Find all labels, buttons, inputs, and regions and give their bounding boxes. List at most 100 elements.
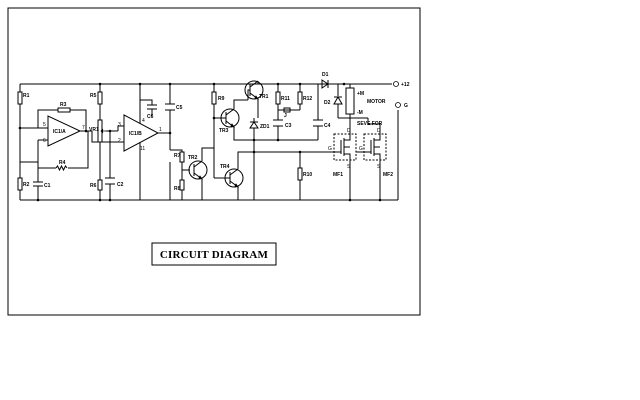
resistor-r10 (297, 167, 303, 181)
label-r10: R10 (303, 172, 312, 178)
label-tr4: TR4 (220, 164, 230, 170)
label-vr1: VR1 (89, 127, 99, 133)
label-c1: C1 (44, 183, 51, 189)
junction-dot (138, 82, 142, 86)
label-r6: R6 (90, 183, 97, 189)
junction-dot (348, 198, 352, 202)
pin-label: 1 (159, 127, 162, 133)
opamp-ic1b (123, 114, 160, 152)
wire (37, 131, 89, 169)
capacitor-c2 (105, 177, 115, 185)
junction-dot (342, 82, 346, 86)
wire (370, 130, 381, 172)
wire (233, 99, 248, 109)
resistor-r7 (179, 151, 185, 163)
junction-dot (108, 129, 112, 133)
label-c3: C3 (285, 123, 292, 129)
label-d1: D1 (322, 72, 329, 78)
wire (349, 172, 381, 200)
wire (140, 99, 153, 116)
caption-box (151, 242, 277, 266)
wire (233, 127, 254, 141)
label-c5: C5 (176, 105, 183, 111)
wire (201, 147, 214, 200)
label-ic1b: IC1/B (129, 131, 142, 137)
label-r7: R7 (174, 153, 181, 159)
pin-label: 4 (142, 118, 145, 124)
resistor-r11 (275, 91, 281, 105)
shape (198, 175, 203, 180)
label-tr3: TR3 (219, 128, 229, 134)
label-r2: R2 (23, 182, 30, 188)
junction-dot (276, 82, 280, 86)
pin-label: 6 (43, 138, 46, 144)
wire (349, 118, 381, 130)
mosfet-mf1 (333, 133, 357, 161)
resistor-r4 (55, 164, 68, 172)
ground-terminal (395, 102, 401, 108)
pin-label: G (328, 146, 332, 152)
label-r3: R3 (60, 102, 67, 108)
diode-d2 (333, 95, 343, 105)
pin-label: S (347, 164, 351, 170)
diagram-caption: CIRCUIT DIAGRAM (160, 249, 269, 261)
pin-label: D (347, 128, 351, 134)
label-tr2: TR2 (188, 155, 198, 161)
label-c6: C6 (147, 114, 154, 120)
pin-label: G (359, 146, 363, 152)
resistor-r2 (17, 177, 23, 191)
capacitor-c4 (313, 119, 323, 127)
wire (37, 109, 87, 131)
label-motor: MOTOR (367, 99, 386, 105)
wire (247, 80, 259, 100)
shape (234, 183, 239, 188)
label-r9: R9 (218, 96, 225, 102)
junction-dot (98, 82, 102, 86)
wire (237, 151, 254, 200)
junction-dot (98, 198, 102, 202)
label-r12: R12 (303, 96, 312, 102)
zener-diode (249, 121, 259, 129)
resistor-r5 (97, 91, 103, 105)
motor (345, 87, 355, 115)
label-r11: R11 (281, 96, 290, 102)
label-ic1a: IC1/A (53, 129, 66, 135)
pin-label: 7 (82, 125, 85, 131)
pin-label: 11 (140, 146, 145, 152)
label-d2: D2 (324, 100, 331, 106)
junction-dot (36, 198, 40, 202)
wire (214, 168, 239, 188)
label-r8: R8 (174, 186, 181, 192)
capacitor-c6 (147, 104, 157, 110)
wire (340, 130, 351, 172)
capacitor-c5 (165, 103, 175, 111)
label-c4: C4 (324, 123, 331, 129)
wire (158, 132, 171, 200)
label-tr1: TR1 (259, 94, 269, 100)
capacitor-c1 (33, 181, 43, 187)
label-motor-neg: -M (357, 110, 363, 116)
wire (20, 161, 39, 200)
pin-label: 5 (43, 122, 46, 128)
junction-dot (108, 198, 112, 202)
junction-dot (168, 131, 172, 135)
resistor-r9 (211, 91, 217, 105)
label-mf1: MF1 (333, 172, 343, 178)
wire (91, 131, 124, 143)
junction-dot (298, 82, 302, 86)
mosfet-mf2 (363, 133, 387, 161)
pin-label: S (377, 164, 381, 170)
wire (117, 125, 124, 131)
junction-dot (84, 129, 88, 133)
resistor-r6 (97, 179, 103, 191)
pin-label: 2 (118, 138, 121, 144)
wire (193, 160, 203, 180)
junction-dot (276, 138, 280, 142)
label-ground: G (404, 103, 408, 109)
jumper (283, 107, 291, 113)
resistor-r8 (179, 179, 185, 191)
label-mf2: MF2 (383, 172, 393, 178)
supply-terminal (393, 81, 399, 87)
opamp-ic1a (47, 115, 82, 147)
label-zd: ZD1 (260, 124, 270, 130)
